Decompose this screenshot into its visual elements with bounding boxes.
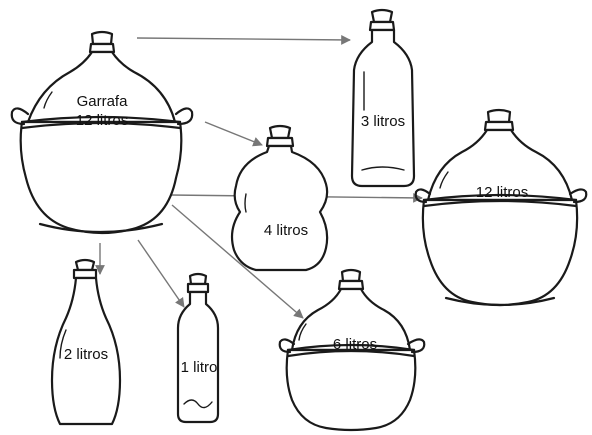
arrow-to-4-litros: [205, 122, 262, 145]
label-6-litros: 6 litros: [320, 336, 390, 354]
label-1-litro: 1 litro: [168, 359, 230, 377]
arrow-to-3-litros: [137, 38, 350, 40]
label-4-litros: 4 litros: [251, 222, 321, 240]
source-demijohn: [12, 32, 192, 233]
source-volume-label: 12 litros: [64, 112, 140, 130]
label-12-litros: 12 litros: [464, 184, 540, 202]
bottle-2-litros: [52, 260, 120, 424]
bottle-3-litros: [352, 10, 414, 186]
demijohn-12-litros: [416, 110, 587, 305]
source-basket: [21, 122, 182, 233]
arrow-to-1-litro: [138, 240, 184, 307]
bottle-1-litro: [178, 274, 218, 422]
source-name-label: Garrafa: [72, 93, 132, 111]
label-3-litros: 3 litros: [350, 113, 416, 131]
source-cork: [92, 32, 112, 44]
label-2-litros: 2 litros: [50, 346, 122, 364]
flask-4-litros: [232, 126, 327, 270]
